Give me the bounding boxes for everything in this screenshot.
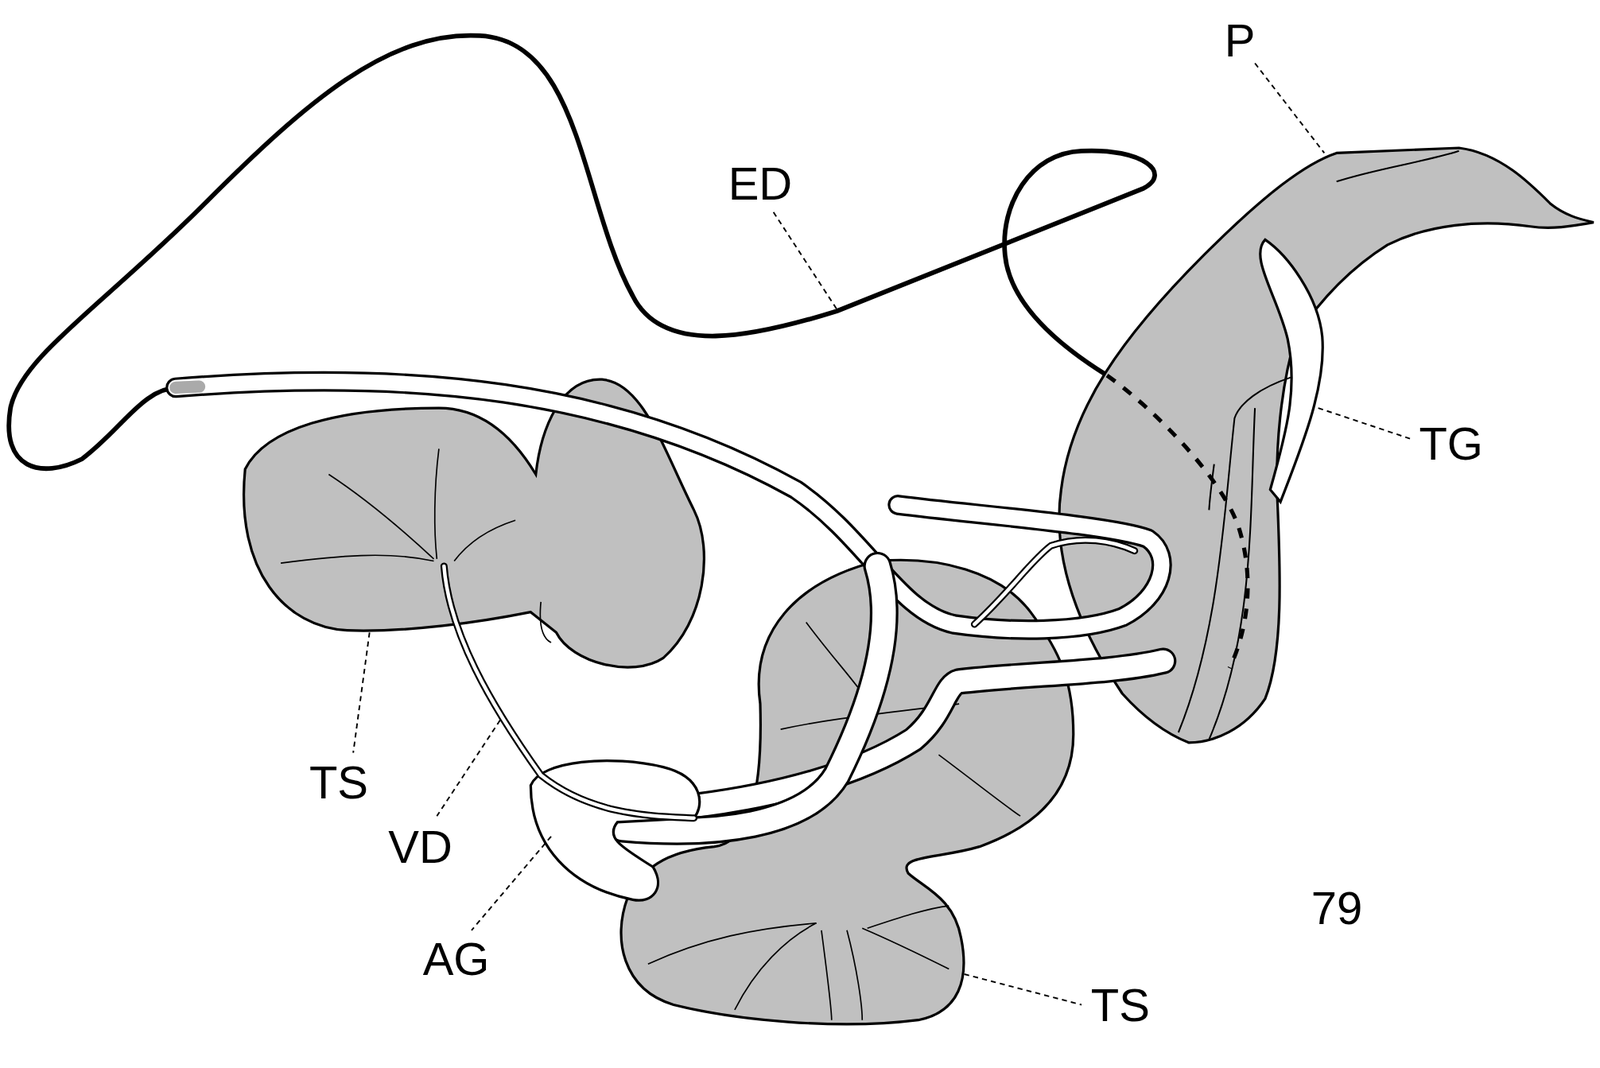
part-label: TS	[309, 759, 369, 806]
part-label: ED	[728, 160, 793, 207]
part-label: TG	[1418, 420, 1484, 467]
part-label: AG	[423, 935, 490, 983]
gland	[1260, 239, 1324, 502]
part-label: TS	[1091, 982, 1150, 1029]
part-label: P	[1224, 17, 1256, 64]
part-label: VD	[388, 823, 453, 870]
gland	[530, 761, 700, 901]
figure-number: 79	[1311, 885, 1364, 932]
leader-lines	[353, 63, 1410, 1006]
tube	[175, 381, 1162, 630]
